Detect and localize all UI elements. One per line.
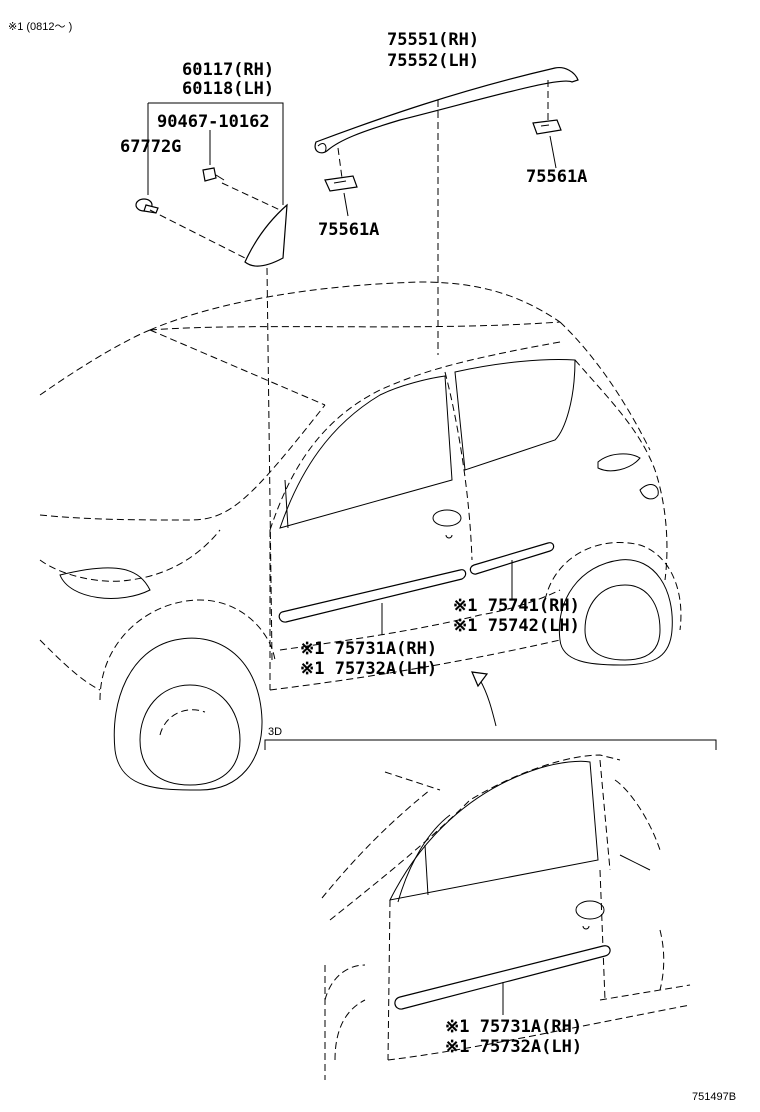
- clip-75561a-left[interactable]: [324, 175, 358, 192]
- label-75732a-3d: ※1 75732A(LH): [445, 1037, 582, 1057]
- molding-door-3d[interactable]: [394, 945, 611, 1010]
- molding-rear-door-5d[interactable]: [469, 542, 555, 575]
- screw-90467-10162[interactable]: [202, 167, 225, 182]
- label-75732a: ※1 75732A(LH): [300, 659, 437, 679]
- label-75742: ※1 75742(LH): [453, 616, 580, 636]
- label-67772g: 67772G: [120, 137, 181, 157]
- label-60117: 60117(RH): [182, 60, 274, 80]
- label-75561a-left: 75561A: [318, 220, 379, 240]
- leader-lines: [147, 80, 557, 661]
- car-body-3door: [321, 754, 691, 1080]
- label-75731a: ※1 75731A(RH): [300, 639, 437, 659]
- label-90467-10162: 90467-10162: [157, 112, 270, 132]
- section-arrow: [471, 671, 497, 727]
- figure-id: 751497B: [692, 1091, 736, 1103]
- front-quarter-cover[interactable]: [244, 203, 288, 267]
- car-body-5door: [39, 281, 682, 791]
- molding-front-door-5d[interactable]: [278, 569, 467, 623]
- label-75552: 75552(LH): [387, 51, 479, 71]
- label-75561a-right: 75561A: [526, 167, 587, 187]
- applicability-note: ※1 (0812～ ): [8, 21, 72, 33]
- clip-75561a-right[interactable]: [532, 119, 562, 135]
- section-3d-bracket: [264, 739, 717, 750]
- label-75741: ※1 75741(RH): [453, 596, 580, 616]
- label-60118: 60118(LH): [182, 79, 274, 99]
- label-75551: 75551(RH): [387, 30, 479, 50]
- label-75731a-3d: ※1 75731A(RH): [445, 1017, 582, 1037]
- section-3d-label: 3D: [268, 726, 282, 738]
- roof-drip-molding[interactable]: [314, 67, 579, 154]
- clip-67772g[interactable]: [135, 198, 159, 214]
